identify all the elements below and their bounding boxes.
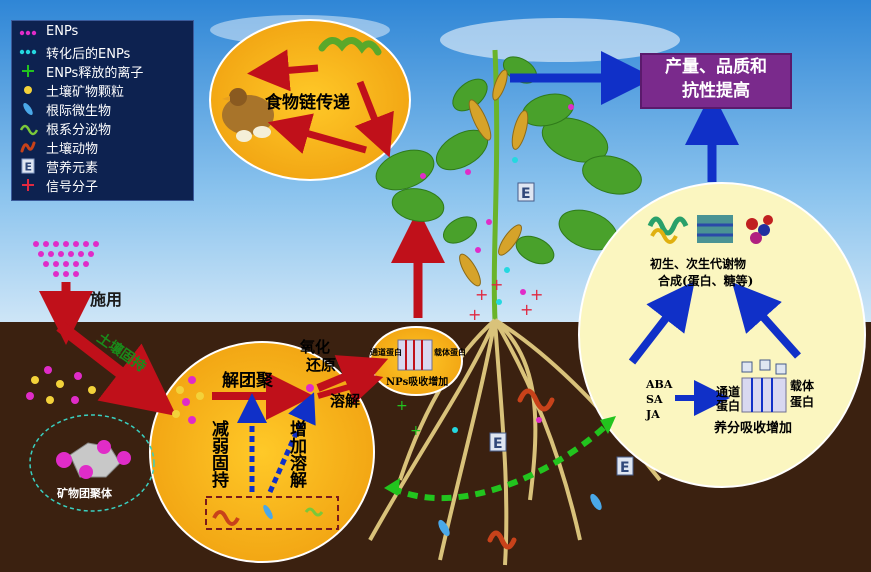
- nutrient-uptake-label: 养分吸收增加: [713, 420, 792, 436]
- legend: ENPs 转化后的ENPs ENPs释放的离子 土壤矿物颗粒 根际微生物 根系分…: [11, 20, 194, 201]
- svg-text:+: +: [520, 300, 533, 319]
- yield-box: 产量、品质和 抗性提高: [640, 53, 792, 109]
- arrow-interaction-dashed: [390, 419, 613, 502]
- green-star-icon: [22, 65, 34, 77]
- exudate-icon: [19, 124, 38, 136]
- enp-cluster-icon: [33, 241, 99, 277]
- legend-item: ENPs: [12, 23, 193, 43]
- reduce-fix-text: 减弱固持: [208, 419, 229, 489]
- legend-label: 根际微生物: [46, 104, 112, 119]
- arrow-hormone-to-metab: [628, 281, 695, 365]
- signal-star-icon: [22, 179, 34, 191]
- yield-line-2: 抗性提高: [682, 81, 750, 101]
- soil-worm-icon: [487, 388, 555, 550]
- carrier-label-2: 蛋白: [790, 394, 814, 409]
- svg-text:+: +: [475, 285, 488, 304]
- reduce-fix-label: 减弱固持: [208, 419, 229, 489]
- magenta-dots-icon: [19, 30, 37, 36]
- arrow-food-chain-1: [247, 49, 319, 92]
- dissolve-label: 溶解: [330, 392, 360, 410]
- soil-biota-box: [205, 496, 339, 530]
- yield-line-1: 产量、品质和: [665, 57, 767, 77]
- legend-item: ENPs释放的离子: [12, 61, 193, 81]
- caterpillar-icon: [318, 37, 382, 56]
- nps-uptake-label: NPs吸收增加: [386, 375, 448, 388]
- legend-label: 根系分泌物: [46, 123, 112, 138]
- molecule-icon: [746, 215, 773, 244]
- sa-label: SA: [646, 393, 663, 406]
- svg-text:+: +: [410, 423, 422, 439]
- increase-dissolve-text: 增加溶解: [286, 419, 308, 489]
- arrow-head-left: [384, 478, 400, 496]
- membrane-channel-icon: [741, 359, 787, 413]
- membrane-channel-icon: [397, 339, 433, 371]
- redox-label-2: 还原: [305, 356, 336, 374]
- svg-text:+: +: [468, 305, 481, 324]
- channel-label-1: 通道: [716, 384, 740, 399]
- e-box-icon: E: [21, 158, 35, 174]
- leaves: [375, 56, 642, 265]
- metabolite-label-2: 合成(蛋白、糖等): [658, 273, 753, 288]
- arrow-dissolve: [317, 369, 384, 405]
- legend-item: 根系分泌物: [12, 118, 193, 138]
- food-chain-label: 食物链传递: [265, 92, 350, 113]
- disaggregate-label: 解团聚: [222, 370, 274, 391]
- legend-item: 土壤矿物颗粒: [12, 80, 193, 100]
- arrow-head-right: [600, 416, 616, 434]
- yellow-particle-icon: [24, 86, 32, 94]
- apply-label: 施用: [90, 290, 122, 309]
- legend-label: ENPs释放的离子: [46, 66, 144, 81]
- arrow-food-chain-2: [354, 80, 394, 158]
- legend-item: 根际微生物: [12, 99, 193, 119]
- increase-dissolve-label: 增加溶解: [286, 419, 308, 489]
- arrow-channel-to-metab: [732, 282, 801, 359]
- legend-label: 土壤矿物颗粒: [46, 85, 125, 100]
- svg-text:+: +: [490, 275, 503, 294]
- arrow-soil-fix: [56, 321, 177, 417]
- redox-label-1: 氧化: [299, 338, 330, 356]
- bird-icon: [222, 88, 274, 142]
- arrow-increase-dissolve: [267, 392, 316, 494]
- uptake-carrier-label: 载体蛋白: [434, 347, 466, 357]
- legend-item: 信号分子: [12, 175, 193, 195]
- arrow-food-chain-3: [267, 113, 367, 154]
- protein-structure-icon: [697, 215, 733, 243]
- mineral-aggregate-circle: [29, 414, 155, 512]
- legend-label: 转化后的ENPs: [46, 47, 131, 62]
- nutrient-e-icon: E: [489, 432, 507, 452]
- legend-item: 转化后的ENPs: [12, 42, 193, 62]
- legend-label: 信号分子: [46, 180, 99, 195]
- ja-label: JA: [645, 408, 660, 421]
- e-label: E: [493, 436, 503, 452]
- legend-label: 土壤动物: [46, 142, 99, 157]
- legend-item: 土壤动物: [12, 137, 193, 157]
- e-label: E: [620, 460, 630, 476]
- legend-label: 营养元素: [46, 161, 99, 176]
- worm-icon: [20, 141, 36, 153]
- soil-process-circle: [149, 341, 375, 563]
- channel-label-2: 蛋白: [716, 398, 740, 413]
- microbe-icon: [438, 493, 602, 537]
- soil-biota-icons: [212, 504, 324, 526]
- microbe-icon: [23, 103, 33, 115]
- legend-item: E 营养元素: [12, 156, 193, 176]
- e-label: E: [521, 186, 531, 202]
- cyan-dots-icon: [19, 49, 37, 55]
- nutrient-e-icon: E: [517, 182, 535, 202]
- svg-text:+: +: [396, 398, 408, 414]
- svg-text:+: +: [530, 285, 543, 304]
- legend-label: ENPs: [46, 24, 79, 39]
- aba-label: ABA: [645, 378, 673, 391]
- carrier-label-1: 载体: [790, 378, 815, 393]
- nutrient-e-icon: E: [616, 456, 634, 476]
- pods: [459, 69, 529, 287]
- metabolite-label-1: 初生、次生代谢物: [650, 256, 746, 271]
- e-box-letter: E: [25, 161, 33, 174]
- mineral-aggregate-label: 矿物团聚体: [57, 486, 113, 500]
- mineral-rock-icon: [56, 440, 131, 479]
- metabolism-circle: [578, 182, 866, 488]
- uptake-channel-label: 通道蛋白: [370, 347, 402, 357]
- protein-structure-icon: [647, 216, 689, 244]
- aggregate-particles: [26, 366, 96, 404]
